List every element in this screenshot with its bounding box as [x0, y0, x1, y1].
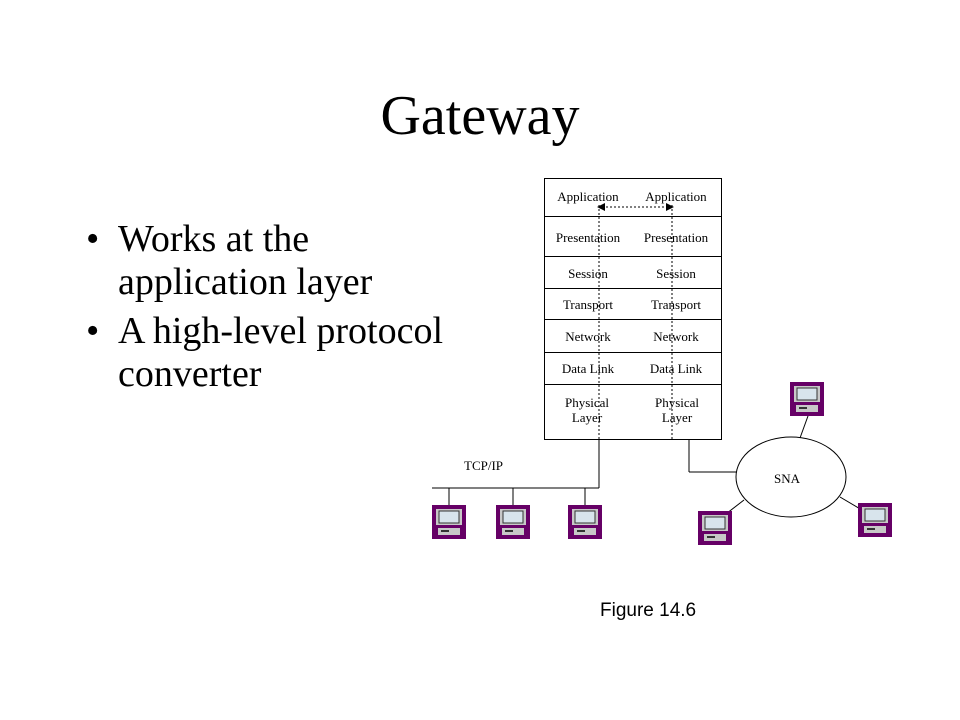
layer-label: Application [645, 189, 707, 204]
sna-network-label: SNA [774, 471, 801, 486]
bullet-dot: • [86, 310, 100, 352]
layer-label: Presentation [555, 230, 621, 245]
tcpip-computer-icon [568, 505, 602, 539]
layer-label: Network [653, 329, 699, 344]
sna-computer-icon [790, 382, 824, 416]
bullet-text: A high-level protocol converter [118, 310, 444, 395]
layer-label: Physical Layer [564, 395, 610, 425]
layer-label: Session [656, 266, 696, 281]
page-title: Gateway [380, 85, 580, 147]
sna-network-ellipse [735, 436, 847, 518]
gateway-protocol-stack: Application Application Presentation Pre… [544, 178, 722, 440]
layer-label: Data Link [561, 361, 615, 376]
bullet-text: Works at the application layer [118, 218, 373, 303]
bullet-item: • Works at the application layer [86, 218, 466, 304]
arrow-head-right [666, 203, 674, 211]
tcpip-network-label: TCP/IP [464, 458, 504, 473]
arrow-head-left [597, 203, 605, 211]
figure-caption: Figure 14.6 [600, 600, 697, 621]
layer-label: Physical Layer [654, 395, 700, 425]
bullet-list: • Works at the application layer • A hig… [86, 218, 466, 402]
bullet-dot: • [86, 218, 100, 260]
bullet-item: • A high-level protocol converter [86, 310, 466, 396]
layer-label: Session [568, 266, 608, 281]
sna-computer-icon [858, 503, 892, 537]
layer-label: Network [565, 329, 611, 344]
layer-label: Transport [562, 297, 614, 312]
layer-label: Data Link [649, 361, 703, 376]
tcpip-computer-icon [432, 505, 466, 539]
sna-computer-icon [698, 511, 732, 545]
tcpip-computer-icon [496, 505, 530, 539]
layer-label: Presentation [643, 230, 709, 245]
layer-label: Transport [650, 297, 702, 312]
layer-label: Application [557, 189, 619, 204]
